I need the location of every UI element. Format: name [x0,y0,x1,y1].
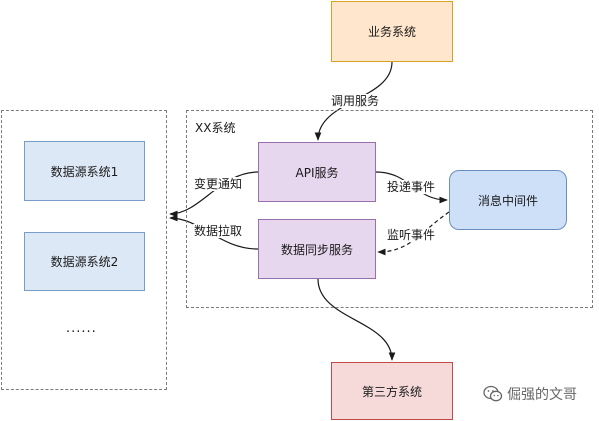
api-service-label: API服务 [295,165,339,180]
edge-label-deliver-event: 投递事件 [386,180,437,194]
business-system-node[interactable]: 业务系统 [331,1,453,62]
data-sync-service-node[interactable]: 数据同步服务 [258,219,376,279]
xx-system-title: XX系统 [195,121,236,135]
data-sources-group [1,110,167,390]
watermark-text: 倔强的文哥 [507,387,577,403]
third-party-system-node[interactable]: 第三方系统 [331,362,453,420]
third-party-system-label: 第三方系统 [361,384,422,399]
message-middleware-label: 消息中间件 [477,193,538,208]
data-source-2-label: 数据源系统2 [50,255,119,269]
data-source-2-node[interactable]: 数据源系统2 [24,232,145,291]
data-sync-service-label: 数据同步服务 [280,242,353,257]
edge-label-change-notify: 变更通知 [193,177,244,191]
wechat-icon [483,385,503,402]
xx-system-group [186,110,593,308]
api-service-node[interactable]: API服务 [258,142,376,202]
watermark: 倔强的文哥 [483,384,577,404]
edge-label-data-pull: 数据拉取 [193,224,244,238]
data-source-1-node[interactable]: 数据源系统1 [24,141,145,201]
data-source-1-label: 数据源系统1 [50,164,119,179]
more-sources-ellipsis: ...... [66,321,97,336]
edge-label-call-service: 调用服务 [330,94,381,108]
edge-label-listen-event: 监听事件 [386,228,437,242]
business-system-label: 业务系统 [367,25,416,39]
edge-to-third-party [317,278,396,361]
message-middleware-node[interactable]: 消息中间件 [449,170,567,230]
edge-change-notify [169,171,259,218]
